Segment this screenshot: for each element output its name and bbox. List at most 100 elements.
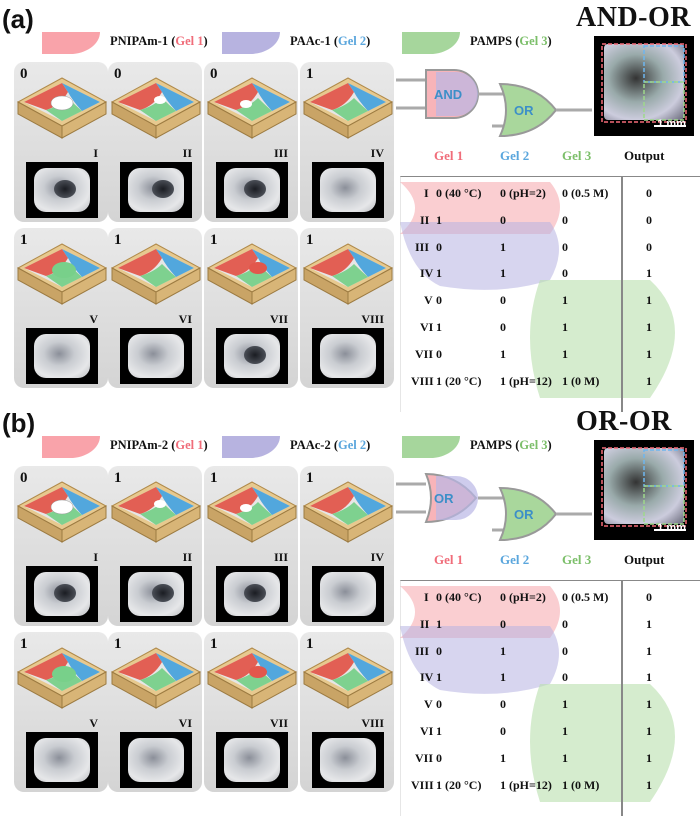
cell-output: 1	[306, 636, 314, 652]
row-output: 0	[646, 590, 652, 604]
gel-block-illustration	[16, 481, 108, 543]
legend-paren: )	[203, 438, 208, 452]
cell-id: III	[273, 550, 288, 564]
cell-id: VII	[269, 312, 288, 326]
truth-table-background	[400, 580, 700, 816]
cell-output: 1	[114, 636, 122, 652]
row-id: I	[424, 590, 429, 604]
row-gel3: 1	[562, 724, 568, 738]
row-output: 1	[646, 697, 652, 712]
gel-block-illustration	[206, 647, 298, 709]
row-gel1: 0	[436, 643, 442, 658]
legend-paren: )	[547, 34, 552, 48]
legend-swatch	[402, 436, 460, 458]
legend-swatch	[402, 32, 460, 54]
gel-photo	[120, 328, 192, 384]
gel-block-illustration	[110, 77, 202, 139]
row-gel2: 0	[500, 212, 506, 227]
row-gel2: 1	[500, 670, 506, 685]
row-gel3: 1 (0 M)	[562, 373, 600, 388]
cell-id: V	[89, 716, 98, 730]
row-output: 1	[646, 616, 652, 631]
row-gel2: 1	[500, 643, 506, 658]
row-gel3: 1	[562, 750, 568, 765]
row-output: 0	[646, 186, 652, 200]
logic-title: OR-OR	[576, 406, 672, 437]
table-header: Gel 3	[562, 148, 592, 163]
table-header: Gel 3	[562, 552, 592, 567]
legend-paren: (	[512, 34, 520, 48]
table-header: Gel 2	[500, 148, 530, 163]
gel-photo-hole	[244, 346, 266, 364]
gel-block-illustration	[16, 243, 108, 305]
gel-photo-hole	[152, 180, 174, 198]
cell-id: VI	[178, 716, 192, 730]
gel-photo-sample	[320, 572, 376, 616]
row-gel3: 0	[562, 266, 568, 281]
cell-output: 1	[306, 470, 314, 486]
legend-name: PNIPAm-2	[110, 438, 169, 452]
cell-output: 1	[306, 66, 314, 82]
gel-block-illustration	[110, 481, 202, 543]
row-id: I	[424, 186, 429, 200]
row-id: V	[424, 293, 433, 308]
gel-block-illustration	[110, 647, 202, 709]
table-header: Gel 1	[434, 148, 464, 163]
legend-gel: Gel 2	[338, 34, 367, 48]
gel-block-illustration	[16, 647, 108, 709]
cell-id: VIII	[361, 716, 384, 730]
row-output: 1	[646, 777, 652, 792]
gel-block-illustration	[302, 243, 394, 305]
cell-output: 1	[114, 470, 122, 486]
gel-block-illustration	[302, 647, 394, 709]
cell-output: 0	[20, 470, 28, 486]
legend-paren: (	[330, 438, 339, 452]
row-id: VIII	[411, 373, 434, 388]
truth-table-background	[400, 176, 700, 412]
gel-photo	[120, 566, 192, 622]
gel-photo	[216, 328, 288, 384]
row-gel1: 0	[436, 750, 442, 765]
or-gate-2	[498, 82, 558, 138]
row-gel3: 0	[562, 239, 568, 254]
gel-photo-sample	[34, 738, 90, 782]
gel-photo	[312, 566, 384, 622]
row-id: V	[424, 697, 433, 712]
row-id: VI	[420, 724, 434, 738]
gel-photo-sample	[128, 738, 184, 782]
gel-photo-hole	[244, 180, 266, 198]
gel-photo-hole	[244, 584, 266, 602]
legend-label: PAAc-1 (Gel 2)	[290, 34, 370, 49]
row-gel1: 1	[436, 320, 442, 334]
legend-paren: )	[203, 34, 208, 48]
row-gel3: 0	[562, 616, 568, 631]
gel-block-illustration	[16, 77, 108, 139]
row-id: VII	[415, 750, 434, 765]
gel-photo	[312, 328, 384, 384]
legend-paren: )	[366, 34, 371, 48]
legend-swatch	[222, 436, 280, 458]
gel-photo	[26, 566, 98, 622]
gel-photo-sample	[34, 334, 90, 378]
row-gel2: 1 (pH=12)	[500, 777, 552, 792]
legend-label: PNIPAm-1 (Gel 1)	[110, 34, 208, 49]
row-gel2: 0	[500, 697, 506, 712]
table-header: Gel 1	[434, 552, 464, 567]
cell-output: 1	[210, 636, 218, 652]
legend-name: PAAc-2	[290, 438, 331, 452]
row-gel2: 1	[500, 239, 506, 254]
legend-paren: )	[547, 438, 552, 452]
cell-output: 1	[114, 232, 122, 248]
or-gate-2	[498, 486, 558, 542]
cell-output: 1	[210, 232, 218, 248]
table-header: Output	[624, 148, 665, 163]
row-id: VI	[420, 320, 434, 334]
cell-id: I	[93, 550, 98, 564]
